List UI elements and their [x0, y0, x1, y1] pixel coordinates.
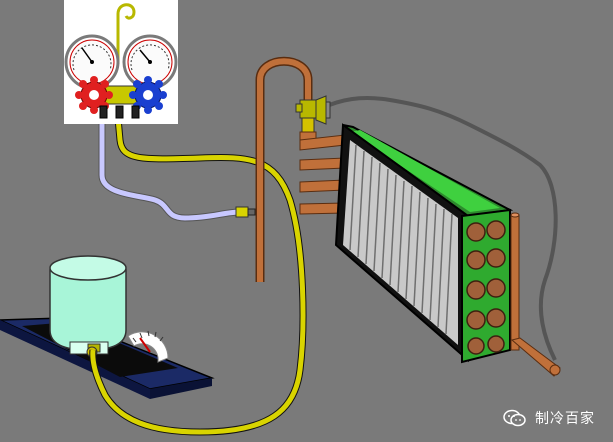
low-side-knob	[75, 76, 113, 114]
evaporator-coil	[334, 123, 520, 364]
hose-end-fitting	[235, 206, 256, 218]
manifold-gauge	[64, 0, 178, 124]
low-pressure-gauge	[64, 34, 120, 90]
capillary-line	[321, 96, 558, 361]
wechat-icon	[503, 409, 526, 427]
outlet-line	[510, 337, 561, 377]
refrigerant-cylinder	[49, 255, 127, 358]
watermark: 制冷百家	[503, 408, 595, 428]
coil-inlet-pipes	[299, 134, 346, 215]
watermark-label: 制冷百家	[535, 411, 595, 427]
high-side-knob	[129, 76, 167, 114]
scale-dial	[127, 330, 169, 363]
